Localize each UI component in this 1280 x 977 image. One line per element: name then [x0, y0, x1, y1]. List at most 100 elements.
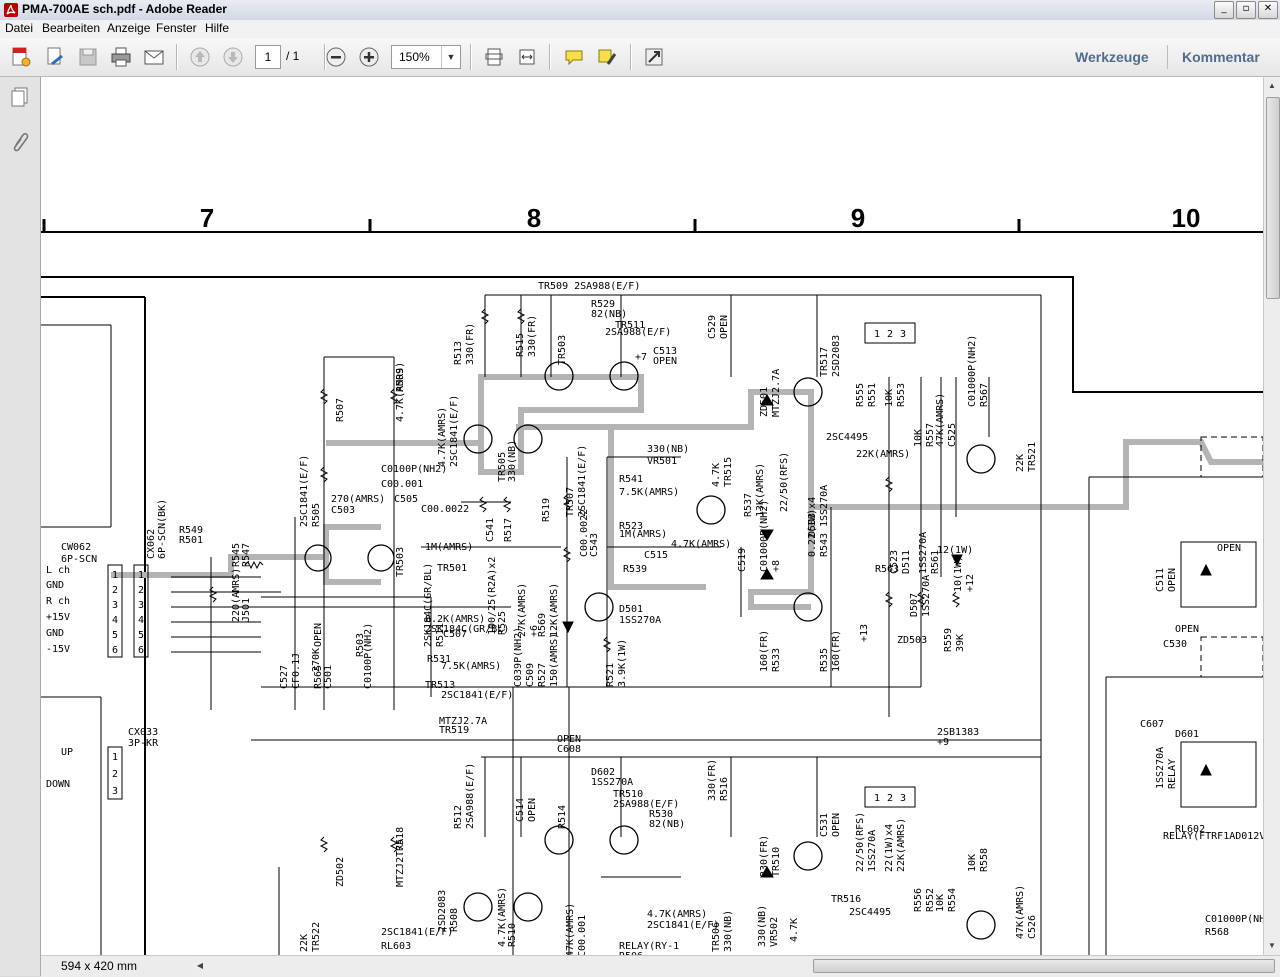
svg-text:3: 3	[900, 793, 906, 804]
svg-text:+15V: +15V	[46, 612, 70, 623]
component-label: 1SS270A	[1155, 747, 1166, 789]
scroll-up-arrow-icon[interactable]: ▲	[1268, 81, 1276, 90]
vertical-scroll-thumb[interactable]	[1266, 97, 1280, 299]
component-label: C514	[515, 798, 526, 822]
component-label: R552	[925, 888, 936, 912]
attachments-paperclip-icon[interactable]	[8, 129, 32, 153]
component-label: R527	[537, 663, 548, 687]
zoom-out-button[interactable]	[323, 45, 349, 69]
component-label: 1SS270A	[921, 575, 932, 617]
component-label: R567	[979, 383, 990, 407]
component-label: R545	[231, 543, 242, 567]
save-button[interactable]	[75, 45, 101, 69]
document-viewport[interactable]: 7 8 9 10	[41, 77, 1263, 955]
create-pdf-button[interactable]	[8, 45, 34, 69]
page-number-input[interactable]: 1	[255, 45, 281, 69]
component-label: 2SK184C(GR/BL)	[423, 563, 434, 647]
zoom-select[interactable]: 150% ▼	[391, 45, 461, 69]
chevron-down-icon[interactable]: ▼	[441, 46, 460, 68]
component-label: R549	[179, 525, 203, 536]
component-label: C039P(NH2)	[513, 627, 524, 687]
test-point-tp502: 1 2 3	[864, 786, 916, 808]
svg-text:DOWN: DOWN	[46, 779, 70, 790]
horizontal-scrollbar[interactable]: ◀ ▶	[193, 958, 1280, 973]
print-button[interactable]	[108, 45, 134, 69]
menu-fenster[interactable]: Fenster	[156, 21, 197, 35]
menu-anzeige[interactable]: Anzeige	[107, 21, 151, 35]
svg-text:-15V: -15V	[46, 644, 70, 655]
component-label: 10K	[967, 854, 978, 872]
component-label: C543	[589, 533, 600, 557]
window-title: PMA-700AE sch.pdf - Adobe Reader	[22, 2, 227, 16]
component-label: 160(FR)	[759, 630, 770, 672]
scroll-down-arrow-icon[interactable]: ▼	[1268, 941, 1276, 950]
component-label: MTZJ2.7A	[395, 839, 406, 887]
highlight-text-button[interactable]	[594, 45, 620, 69]
component-label: R554	[947, 888, 958, 912]
menu-bearbeiten[interactable]: Bearbeiten	[42, 21, 101, 35]
component-label: 12(1W)	[937, 545, 973, 556]
zoom-value: 150%	[399, 50, 430, 64]
component-label: R565	[313, 665, 324, 689]
component-label: RELAY	[1167, 759, 1178, 789]
previous-page-button[interactable]	[187, 45, 213, 69]
component-label: R559	[943, 628, 954, 652]
open-button[interactable]	[42, 45, 68, 69]
close-button[interactable]: ✕	[1258, 1, 1278, 19]
component-label: 2SC1841(E/F)	[299, 455, 310, 527]
component-label: TR510	[613, 789, 643, 800]
component-label: VR501	[647, 456, 677, 467]
component-label: RL602	[1175, 824, 1205, 835]
component-label: 10K	[884, 389, 895, 407]
component-label: RL603	[381, 941, 411, 952]
page-total: / 1	[286, 49, 300, 63]
component-label: 2SC4495	[849, 907, 891, 918]
page-size-readout: 594 x 420 mm	[61, 959, 138, 973]
component-label: 2SC1841(E/F)	[647, 920, 719, 931]
svg-text:3P-KR: 3P-KR	[128, 738, 159, 749]
fit-page-button[interactable]	[481, 45, 507, 69]
component-label: +13	[859, 624, 870, 642]
restore-button[interactable]: ▫	[1236, 1, 1256, 19]
fit-width-button[interactable]	[514, 45, 540, 69]
comment-pane-link[interactable]: Kommentar	[1182, 49, 1260, 65]
menu-datei[interactable]: Datei	[5, 21, 34, 35]
sticky-note-button[interactable]	[561, 45, 587, 69]
plus-circle-icon	[359, 47, 379, 67]
component-label: +12	[965, 574, 976, 592]
component-label: C515	[644, 550, 668, 561]
component-label: R556	[913, 888, 924, 912]
component-label: TR503	[395, 547, 406, 577]
component-label: +6	[529, 625, 540, 637]
component-label: 13K(AMRS)	[755, 463, 766, 517]
minimize-button[interactable]: _	[1214, 1, 1234, 19]
component-label: D503	[807, 513, 818, 537]
horizontal-scroll-thumb[interactable]	[813, 959, 1275, 973]
component-label: R539	[623, 564, 647, 575]
next-page-button[interactable]	[220, 45, 246, 69]
svg-text:2: 2	[112, 769, 118, 780]
component-label: D507	[909, 593, 920, 617]
expand-view-button[interactable]	[641, 45, 667, 69]
component-label: ZD502	[335, 857, 346, 887]
email-button[interactable]	[141, 45, 167, 69]
scroll-left-arrow-icon[interactable]: ◀	[196, 961, 204, 970]
component-label: C530	[1163, 639, 1187, 650]
component-label: 22K(AMRS)	[856, 449, 910, 460]
component-label: R517	[503, 518, 514, 542]
component-label: 82(NB)	[649, 819, 685, 830]
component-label: OPEN	[1175, 624, 1199, 635]
zoom-in-button[interactable]	[356, 45, 382, 69]
component-label: 7.5K(AMRS)	[441, 661, 501, 672]
component-label: J501	[241, 598, 252, 622]
menu-hilfe[interactable]: Hilfe	[205, 21, 230, 35]
component-label: OPEN	[313, 623, 324, 647]
component-label: R505	[311, 503, 322, 527]
component-label: R507	[335, 398, 346, 422]
component-label: 330(NB)	[723, 910, 734, 952]
vertical-scrollbar[interactable]: ▲ ▼	[1263, 77, 1280, 955]
print-icon	[111, 47, 131, 67]
pages-panel-icon[interactable]	[8, 85, 32, 109]
connector-cx033: 1 2 3 UP DOWN CX033 3P-KR	[46, 727, 159, 800]
tools-pane-link[interactable]: Werkzeuge	[1075, 49, 1149, 65]
